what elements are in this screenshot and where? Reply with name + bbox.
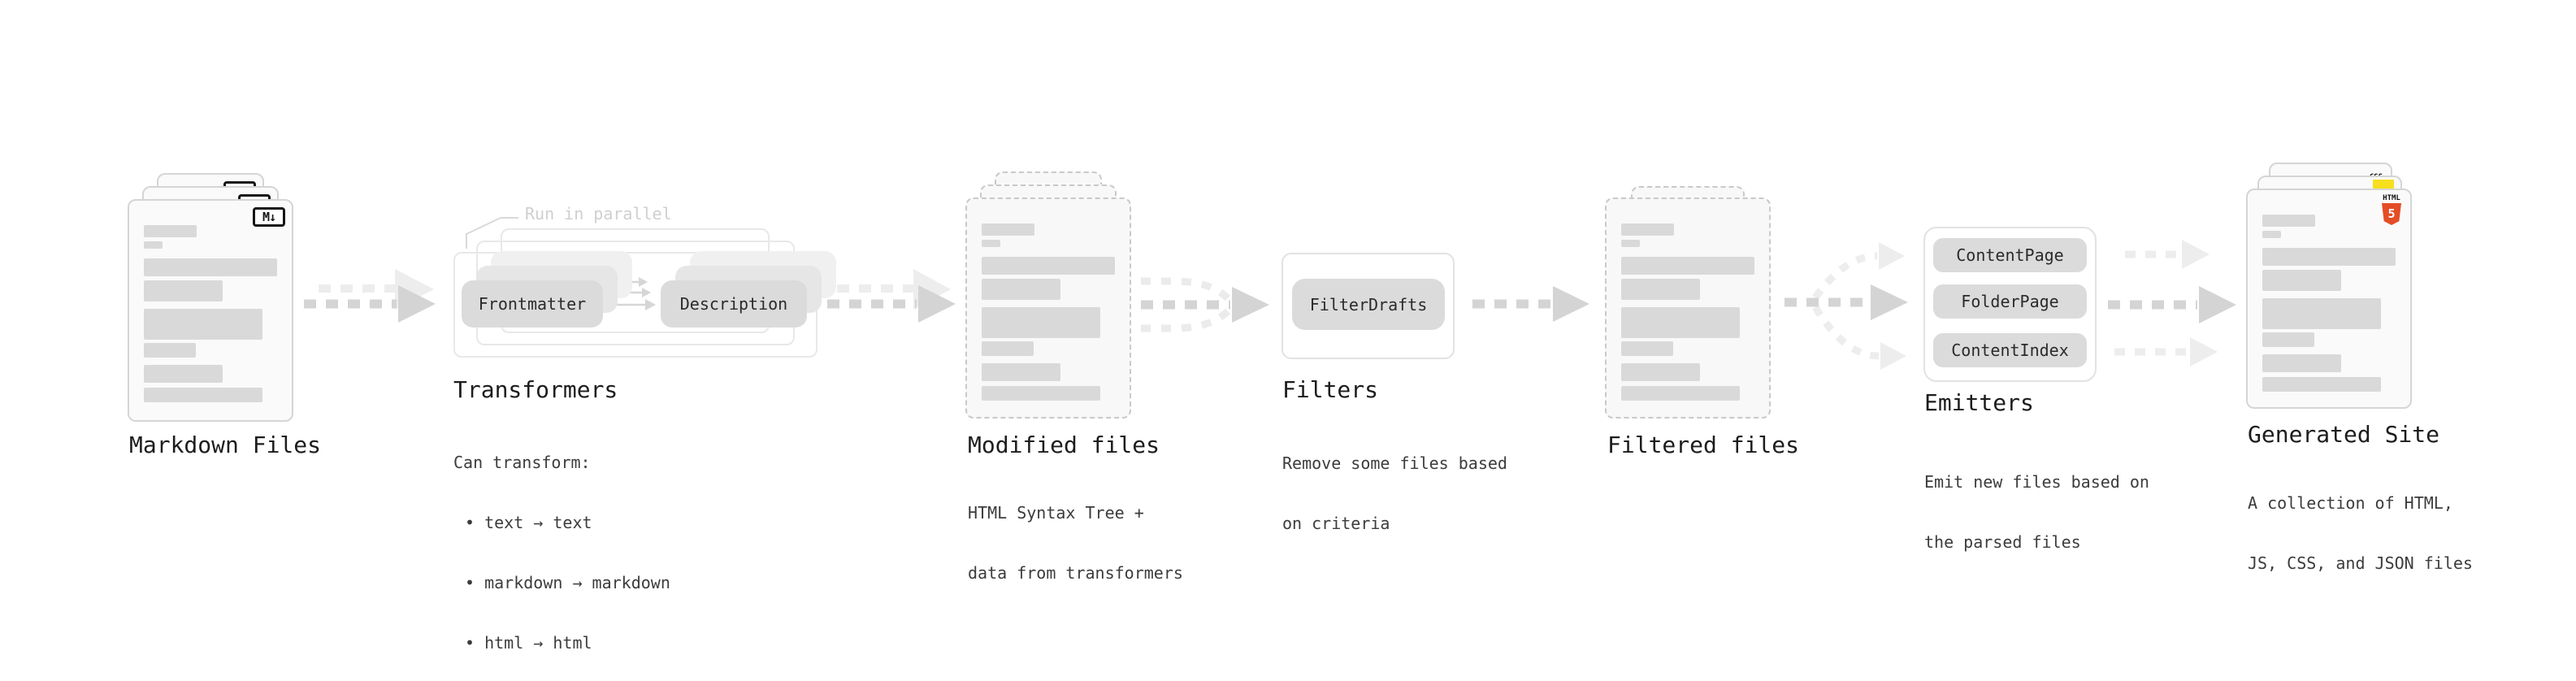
filters-note: Remove some files based on criteria — [1282, 414, 1507, 573]
skeleton-line — [144, 225, 197, 237]
modified-files-stack — [965, 171, 1131, 420]
skeleton-line — [1621, 307, 1740, 338]
note-line: on criteria — [1282, 514, 1390, 533]
skeleton-line — [1621, 363, 1700, 381]
note-line: HTML Syntax Tree + — [968, 503, 1144, 523]
markdown-icon: M↓ — [253, 207, 285, 227]
skeleton-line — [1621, 341, 1673, 356]
document-skeleton — [144, 225, 277, 402]
html5-icon-shield: 5 — [2382, 203, 2401, 225]
skeleton-line — [2262, 298, 2381, 329]
description-chip: Description — [661, 280, 807, 327]
note-bullet: • markdown → markdown — [465, 573, 670, 592]
skeleton-line — [1621, 386, 1740, 401]
markdown-files-title: Markdown Files — [129, 432, 322, 458]
skeleton-line — [144, 280, 223, 301]
arrow-markdown-to-transformers — [304, 269, 436, 323]
skeleton-line — [982, 386, 1100, 401]
filterdrafts-chip: FilterDrafts — [1292, 279, 1445, 330]
skeleton-line — [982, 363, 1060, 381]
document-skeleton — [2262, 215, 2396, 392]
arrow-filtered-to-emitters-fanout — [1785, 242, 1908, 370]
skeleton-line — [1621, 223, 1674, 236]
note-line: data from transformers — [968, 563, 1183, 583]
skeleton-line — [982, 279, 1060, 300]
filtered-files-title: Filtered files — [1607, 432, 1800, 458]
frontmatter-chip: Frontmatter — [462, 280, 603, 327]
emitters-note: Emit new files based on the parsed files — [1924, 432, 2149, 592]
html5-icon-label: HTML — [2383, 194, 2400, 202]
markdown-files-stack: M↓ M↓ M↓ — [128, 173, 293, 422]
filters-title: Filters — [1282, 376, 1379, 403]
note-line: JS, CSS, and JSON files — [2248, 553, 2473, 573]
contentpage-chip: ContentPage — [1933, 238, 2087, 272]
transformers-title: Transformers — [453, 376, 618, 403]
note-line: Can transform: — [453, 453, 591, 472]
filtered-file-page — [1605, 197, 1771, 419]
note-line: A collection of HTML, — [2248, 493, 2453, 513]
modified-files-note: HTML Syntax Tree + data from transformer… — [968, 463, 1183, 622]
skeleton-line — [1621, 279, 1700, 300]
skeleton-line — [2262, 332, 2314, 347]
emitters-title: Emitters — [1924, 389, 2034, 416]
js-icon — [2373, 180, 2394, 189]
skeleton-line — [1621, 240, 1640, 247]
note-line: the parsed files — [1924, 532, 2081, 552]
skeleton-line — [144, 309, 262, 340]
document-skeleton — [1621, 223, 1754, 401]
generated-site-title: Generated Site — [2248, 421, 2440, 448]
skeleton-line — [144, 388, 262, 402]
modified-files-title: Modified files — [968, 432, 1160, 458]
note-bullet: • text → text — [465, 513, 592, 532]
run-in-parallel-annotation: Run in parallel — [525, 204, 672, 223]
markdown-file-page: M↓ — [128, 199, 293, 422]
note-line: Emit new files based on — [1924, 472, 2149, 492]
modified-file-page — [965, 197, 1131, 419]
note-line: Remove some files based — [1282, 453, 1507, 473]
skeleton-line — [2262, 270, 2341, 291]
skeleton-line — [982, 307, 1100, 338]
generated-site-note: A collection of HTML, JS, CSS, and JSON … — [2248, 453, 2473, 613]
filtered-files-stack — [1605, 186, 1771, 420]
arrow-filters-to-filtered — [1472, 286, 1589, 322]
skeleton-line — [982, 257, 1115, 275]
note-bullet: • html → html — [465, 633, 592, 653]
skeleton-line — [144, 241, 163, 249]
skeleton-line — [144, 258, 277, 276]
skeleton-line — [1621, 257, 1754, 275]
arrows-emitters-to-generated — [2108, 240, 2236, 367]
skeleton-line — [982, 240, 1000, 247]
skeleton-line — [982, 341, 1034, 356]
contentindex-chip: ContentIndex — [1933, 333, 2087, 367]
skeleton-line — [2262, 354, 2341, 372]
generated-site-stack: CSS HTML 5 — [2246, 163, 2412, 410]
skeleton-line — [982, 223, 1034, 236]
skeleton-line — [2262, 248, 2396, 266]
skeleton-line — [144, 365, 223, 383]
skeleton-line — [2262, 215, 2315, 227]
skeleton-line — [144, 343, 196, 358]
transformers-note: Can transform: • text → text • markdown … — [453, 413, 670, 681]
html-file-page: HTML 5 — [2246, 189, 2412, 409]
skeleton-line — [2262, 377, 2381, 392]
html5-icon: HTML 5 — [2381, 194, 2402, 225]
skeleton-line — [2262, 231, 2281, 238]
arrow-modified-to-filters — [1141, 277, 1269, 332]
folderpage-chip: FolderPage — [1933, 284, 2087, 319]
arrow-transformers-to-modified — [827, 269, 956, 323]
document-skeleton — [982, 223, 1115, 401]
